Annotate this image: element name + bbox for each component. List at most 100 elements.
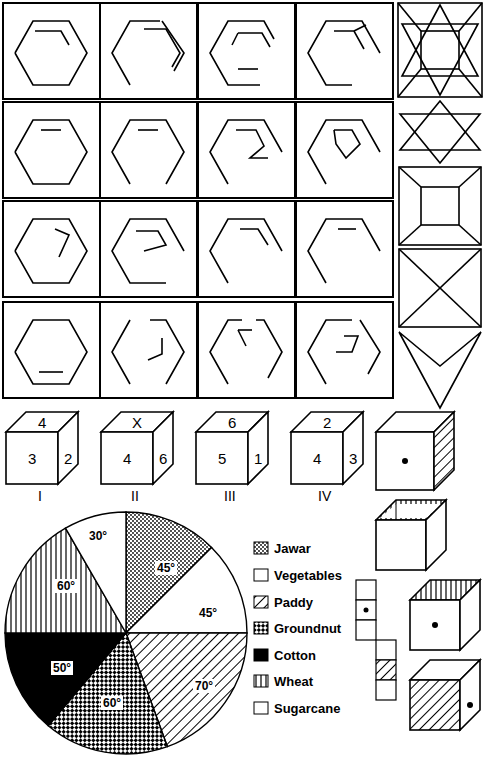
figure-line [308,21,380,85]
net-square [376,680,396,700]
cube-face [6,432,58,484]
figure-number: I [38,489,42,503]
angle-label: 45° [197,606,219,620]
die-number: 1 [254,451,262,466]
die-number: 3 [349,451,357,466]
figure-cell [3,102,100,198]
triangle-figure [402,5,478,76]
cube-face [426,500,446,570]
cell-frame [198,302,295,398]
cell-frame [100,201,197,297]
square-figure [421,187,459,225]
figure-line [15,120,87,184]
die-number: 5 [218,451,226,466]
square-figure [398,3,482,97]
figure-line [396,504,397,518]
figure-line [360,320,380,374]
figure-line [459,69,482,97]
legend-label: Cotton [274,649,316,662]
cell-frame [198,201,295,297]
figure-line [15,320,87,384]
legend-label: Paddy [274,596,313,609]
figure-line [15,219,87,283]
die-number: 6 [159,451,167,466]
figure-line [336,336,358,352]
dot-mark [364,608,369,613]
figure-line [39,371,63,373]
dot-mark [467,702,473,708]
die-number: X [132,415,142,430]
die-number: 4 [123,451,131,466]
dot-mark [432,622,438,628]
figure-line [238,33,270,47]
cube-face [460,580,480,650]
figure-cell [100,201,197,297]
cell-frame [198,102,295,198]
pie-sector [66,512,127,633]
figure-line [354,25,366,31]
figure-line [459,225,481,245]
die-number: 3 [28,451,36,466]
figure-number: IV [318,489,331,503]
figure-line [41,129,61,131]
figure-line [334,130,360,158]
arrow-figure [399,332,481,408]
figure-line [240,229,268,245]
figure-line [399,167,421,187]
net-square [376,640,396,660]
figure-line [256,320,282,378]
angle-label: 45° [155,561,177,575]
square-figure [399,167,481,245]
pie-sector [126,547,247,633]
cube-face [410,680,460,730]
figure-line [308,120,380,184]
legend-swatch [254,675,268,687]
cell-frame [3,3,100,99]
cube-face [153,412,173,484]
angle-label: 50° [51,661,73,675]
cube-face [376,432,434,490]
figure-line [136,231,166,251]
cube-face [434,412,454,490]
figure-line [112,320,130,384]
cell-frame [100,3,197,99]
figure-line [232,33,238,45]
legend-swatch [254,702,268,714]
legend-swatch [254,542,268,554]
die-number: 6 [228,415,236,430]
figure-line [210,21,274,85]
figure-cell [100,302,197,398]
figure-line [144,29,180,67]
square-figure [399,249,481,327]
die-number: 4 [313,451,321,466]
figure-line [148,338,162,360]
net-square [356,600,376,620]
net-square [356,580,376,600]
figure-line [150,320,184,384]
angle-label: 30° [87,529,109,543]
cube-face [376,520,426,570]
figure-line [399,249,481,327]
legend-swatch [254,569,268,581]
figure-line [112,219,184,283]
cube-face [410,600,460,650]
figure-cell [198,201,295,297]
figure-line [308,219,380,283]
figure-line [399,249,481,327]
angle-label: 70° [193,679,215,693]
angle-label: 60° [101,696,123,710]
die-number: 4 [38,415,46,430]
cell-frame [198,3,295,99]
cube-face [343,412,363,484]
die-number: 2 [323,415,331,430]
cell-frame [296,201,393,297]
cell-frame [296,3,393,99]
triangle-figure [400,114,480,163]
legend-label: Sugarcane [274,702,340,715]
cube-face [291,432,343,484]
legend-label: Groundnut [274,622,341,635]
cube-face [196,432,248,484]
cell-frame [296,102,393,198]
figure-cell [100,3,197,99]
